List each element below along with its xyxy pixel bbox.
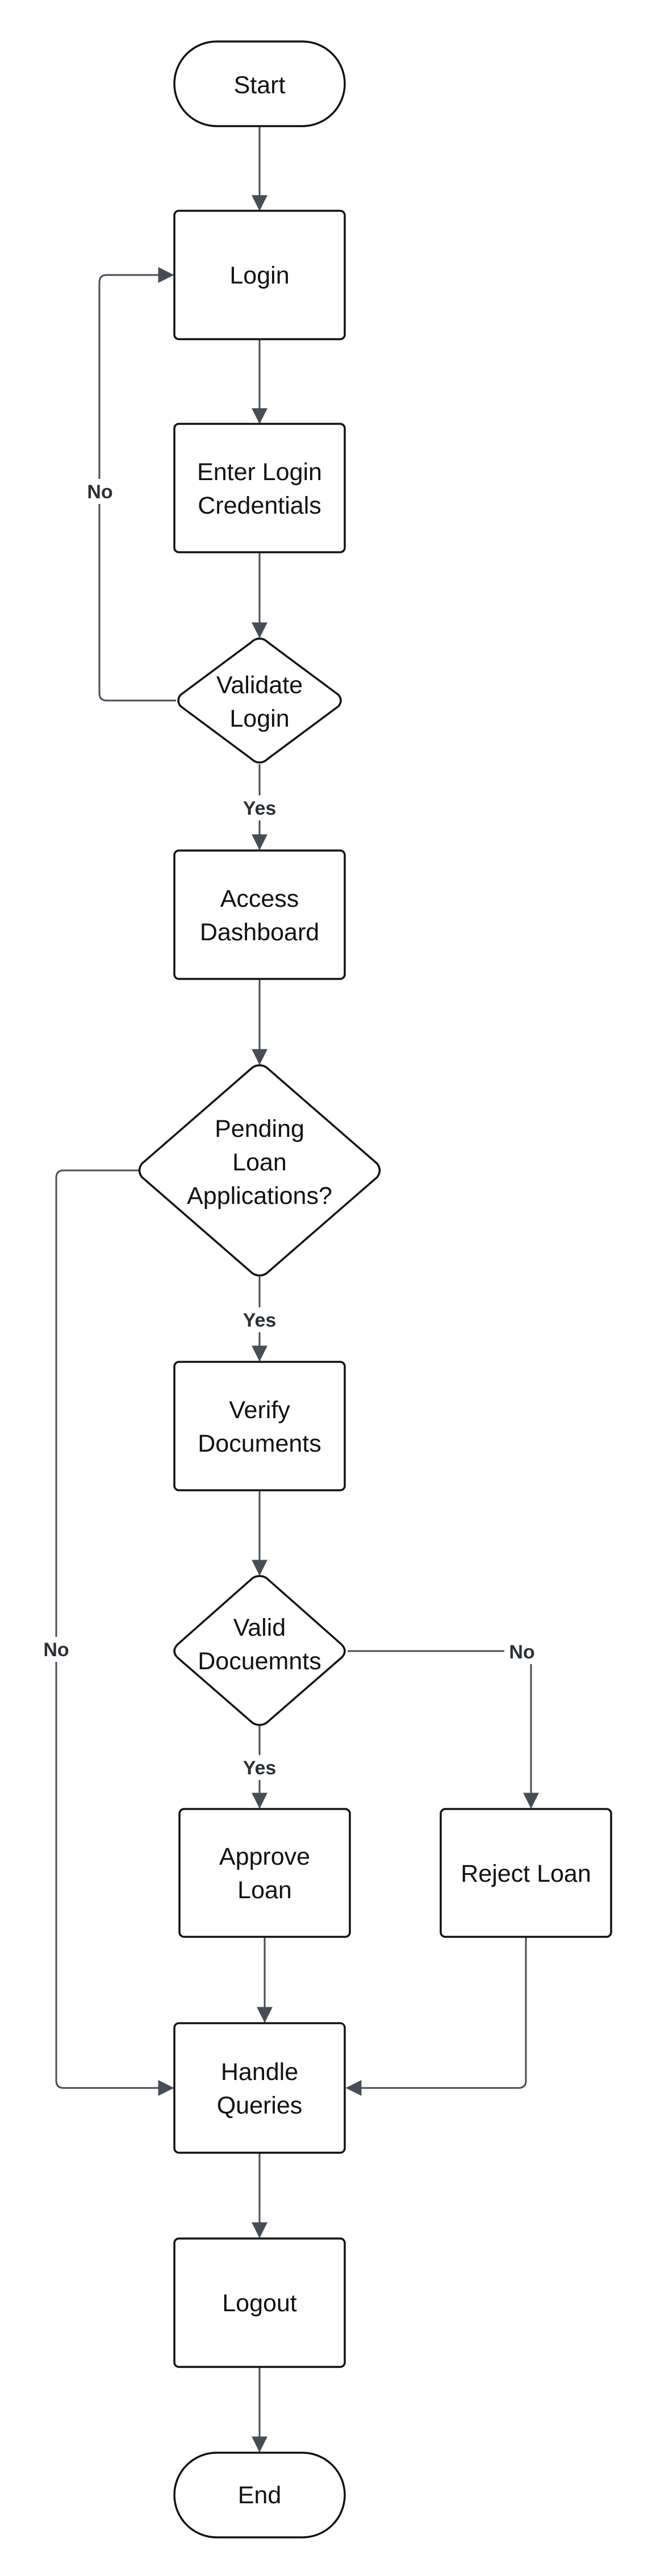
enter-credentials-node: Enter Login Credentials [173, 423, 346, 553]
reject-loan-label: Reject Loan [461, 1860, 591, 1887]
logout-node: Logout [173, 2237, 346, 2368]
handle-queries-line-2: Queries [217, 2092, 303, 2119]
edge-label-validate-yes: Yes [243, 798, 277, 819]
validate-login-line-1: Validate [216, 672, 303, 699]
valid-documents-line-2: Docuemnts [198, 1648, 321, 1675]
edge-valid-no-to-reject [348, 1650, 539, 1809]
login-node: Login [173, 210, 346, 340]
pending-applications-node: Pending Loan Applications? [138, 1064, 381, 1277]
pending-applications-line-2: Loan [232, 1149, 287, 1176]
start-node: Start [173, 40, 346, 127]
approve-loan-line-2: Loan [237, 1877, 292, 1904]
access-dashboard-line-1: Access [220, 885, 299, 912]
logout-node-label: Logout [222, 2290, 297, 2317]
handle-queries-line-1: Handle [221, 2058, 298, 2086]
end-node-label: End [238, 2482, 282, 2509]
edge-label-valid-yes: Yes [243, 1757, 277, 1779]
pending-applications-line-1: Pending [215, 1115, 304, 1143]
enter-credentials-line-1: Enter Login [197, 458, 322, 486]
edge-label-valid-no: No [509, 1641, 534, 1663]
approve-loan-node: Approve Loan [178, 1808, 351, 1938]
end-node: End [173, 2452, 346, 2539]
approve-loan-line-1: Approve [219, 1843, 310, 1870]
login-node-label: Login [229, 262, 289, 289]
handle-queries-node: Handle Queries [173, 2022, 346, 2154]
nodes: Start Login Enter Login Credentials Vali… [138, 40, 612, 2539]
validate-login-line-2: Login [229, 705, 289, 732]
enter-credentials-line-2: Credentials [198, 492, 321, 519]
start-node-label: Start [234, 72, 286, 99]
edge-reject-to-handle [345, 1937, 527, 2096]
validate-login-node: Validate Login [177, 637, 342, 764]
reject-loan-node: Reject Loan [440, 1808, 612, 1938]
edge-pending-no-to-handle [55, 1169, 174, 2096]
verify-documents-line-1: Verify [229, 1397, 290, 1424]
edge-label-pending-no: No [43, 1639, 69, 1661]
edge-label-validate-no: No [87, 481, 112, 503]
verify-documents-node: Verify Documents [173, 1361, 346, 1491]
valid-documents-line-1: Valid [233, 1614, 286, 1641]
valid-documents-node: Valid Docuemnts [173, 1575, 346, 1726]
pending-applications-line-3: Applications? [187, 1182, 332, 1210]
edge-label-pending-yes: Yes [243, 1310, 277, 1331]
verify-documents-line-2: Documents [198, 1430, 321, 1457]
access-dashboard-line-2: Dashboard [200, 919, 319, 946]
access-dashboard-node: Access Dashboard [173, 849, 346, 980]
edge-labels: No Yes Yes No No Yes [39, 479, 540, 1780]
